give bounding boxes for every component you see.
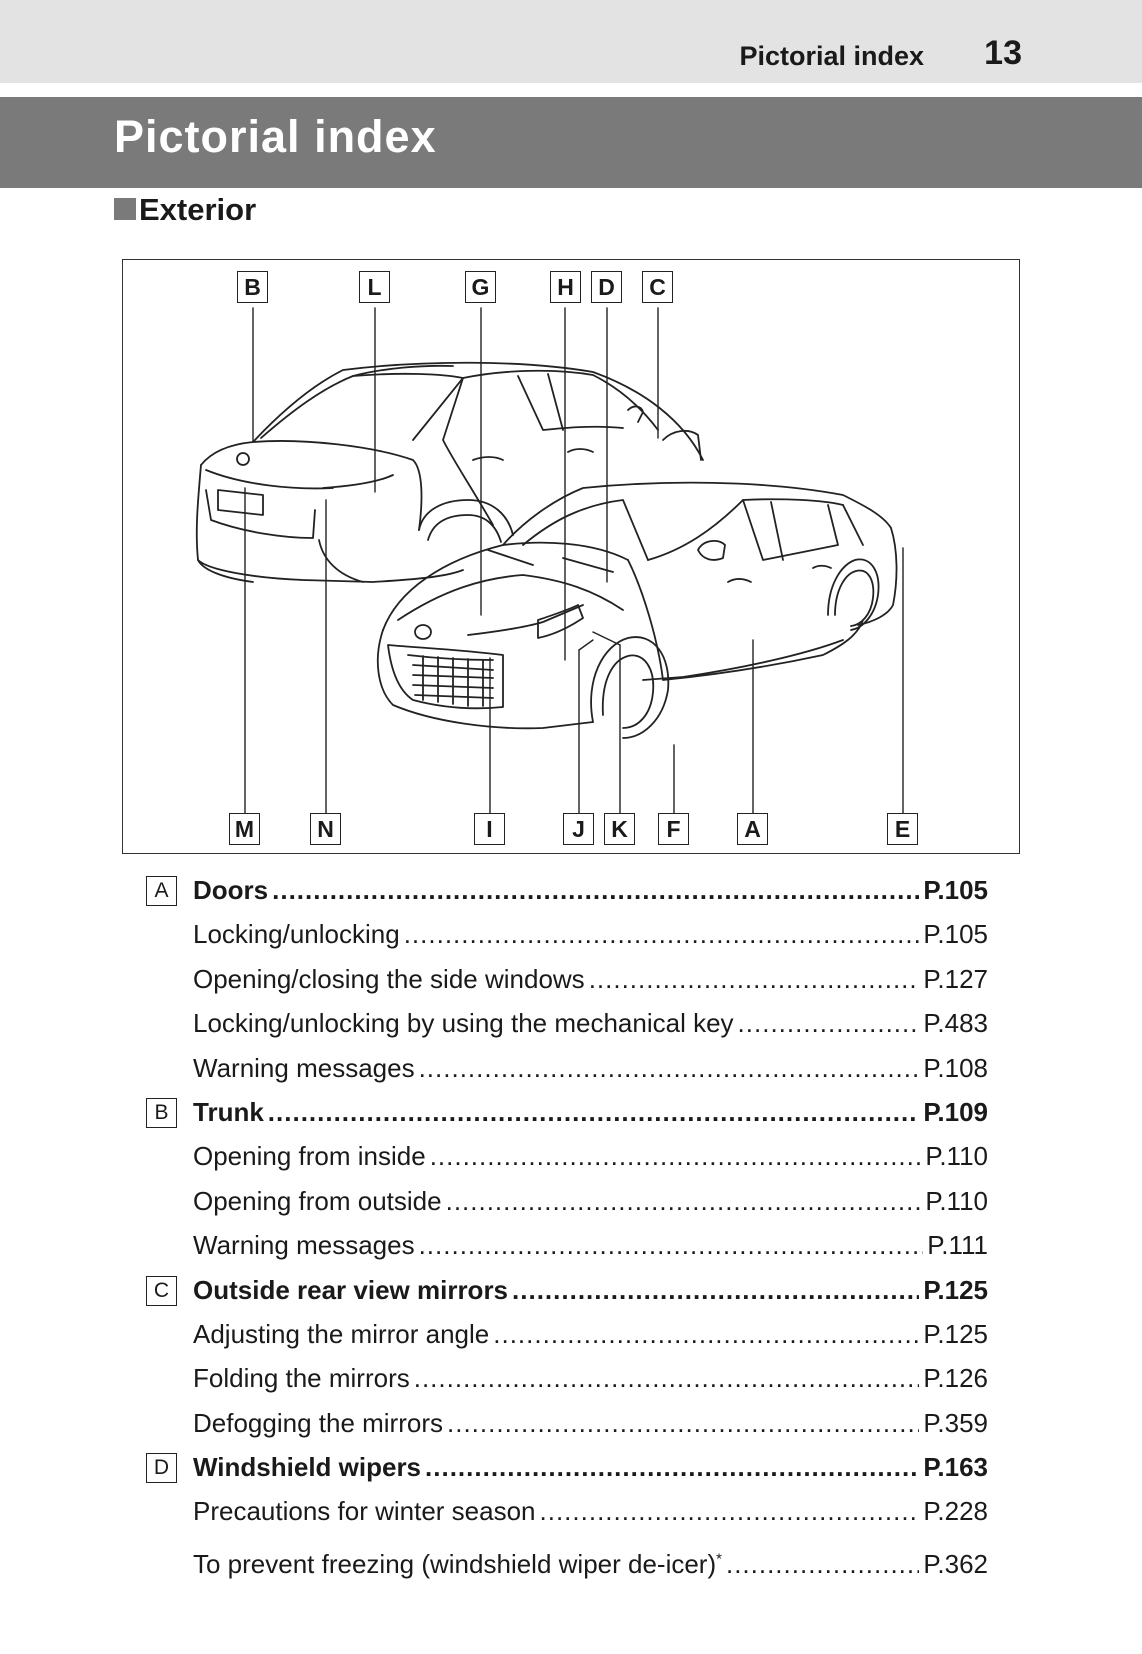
diagram-label-k: K xyxy=(604,813,635,845)
footnote-mark: * xyxy=(716,1550,722,1568)
subentry-title: Opening from outside xyxy=(193,1185,442,1216)
index-entry-trunk[interactable]: B Trunk P.109 xyxy=(146,1090,988,1134)
subentry-title: Defogging the mirrors xyxy=(193,1407,443,1438)
entry-key: B xyxy=(146,1097,177,1128)
subentry-page: P.228 xyxy=(923,1496,988,1527)
index-entry-outside-mirrors[interactable]: C Outside rear view mirrors P.125 xyxy=(146,1268,988,1312)
subentry-title: To prevent freezing (windshield wiper de… xyxy=(193,1548,717,1579)
banner-title: Pictorial index xyxy=(114,111,437,162)
subentry-title: Locking/unlocking by using the mechanica… xyxy=(193,1008,734,1039)
diagram-label-n: N xyxy=(310,813,341,845)
diagram-label-h: H xyxy=(550,271,581,303)
index-subentry[interactable]: Adjusting the mirror angle P.125 xyxy=(146,1312,988,1356)
diagram-label-g: G xyxy=(465,271,496,303)
index-subentry[interactable]: Opening from outside P.110 xyxy=(146,1179,988,1223)
entry-title: Outside rear view mirrors xyxy=(193,1274,509,1305)
front-car-drawing xyxy=(376,481,898,739)
diagram-label-a: A xyxy=(737,813,768,845)
section-heading: Exterior xyxy=(114,192,256,228)
subentry-page: P.110 xyxy=(925,1141,988,1172)
subentry-title: Folding the mirrors xyxy=(193,1363,410,1394)
subentry-title: Opening from inside xyxy=(193,1141,426,1172)
rear-car-drawing xyxy=(195,361,704,583)
subentry-title: Opening/closing the side windows xyxy=(193,963,585,994)
subentry-title: Locking/unlocking xyxy=(193,919,400,950)
subentry-page: P.108 xyxy=(923,1052,988,1083)
subentry-page: P.359 xyxy=(923,1407,988,1438)
index-subentry[interactable]: Defogging the mirrors P.359 xyxy=(146,1401,988,1445)
page-number: 13 xyxy=(984,34,1022,72)
diagram-label-i: I xyxy=(474,813,505,845)
entry-title: Windshield wipers xyxy=(193,1452,422,1483)
entry-title: Trunk xyxy=(193,1096,264,1127)
subentry-page: P.125 xyxy=(923,1318,988,1349)
index-entry-doors[interactable]: A Doors P.105 xyxy=(146,868,988,912)
entry-page: P.105 xyxy=(923,875,988,905)
entry-page: P.125 xyxy=(923,1274,988,1305)
index-subentry[interactable]: Opening/closing the side windows P.127 xyxy=(146,957,988,1001)
subentry-page: P.111 xyxy=(927,1230,988,1261)
subentry-title: Warning messages xyxy=(193,1230,415,1261)
header-title: Pictorial index xyxy=(739,41,924,71)
diagram-label-d: D xyxy=(591,271,622,303)
index-list: A DoorsP.105 Locking/unlockingP.105 Open… xyxy=(146,868,988,1588)
diagram-label-f: F xyxy=(658,813,689,845)
subentry-page: P.110 xyxy=(925,1185,988,1216)
leader-lines xyxy=(244,307,904,816)
index-subentry[interactable]: Folding the mirrors P.126 xyxy=(146,1356,988,1400)
subentry-page: P.483 xyxy=(923,1008,988,1039)
diagram-label-e: E xyxy=(887,813,918,845)
diagram-label-c: C xyxy=(642,271,673,303)
index-entry-windshield-wipers[interactable]: D Windshield wipers P.163 xyxy=(146,1445,988,1489)
diagram-label-m: M xyxy=(229,813,260,845)
page-header: Pictorial index 13 xyxy=(0,0,1142,83)
entry-key: A xyxy=(146,876,177,906)
entry-page: P.163 xyxy=(923,1452,988,1483)
entry-key: C xyxy=(146,1275,177,1306)
exterior-diagram: B L G H D C M N I J K F A E xyxy=(122,259,1020,854)
subentry-page: P.362 xyxy=(923,1548,988,1579)
index-subentry[interactable]: Warning messages P.111 xyxy=(146,1223,988,1267)
index-subentry[interactable]: Opening from inside P.110 xyxy=(146,1134,988,1178)
subentry-page: P.127 xyxy=(923,963,988,994)
index-subentry[interactable]: Precautions for winter season P.228 xyxy=(146,1489,988,1533)
diagram-label-b: B xyxy=(237,271,268,303)
subentry-page: P.126 xyxy=(923,1363,988,1394)
square-bullet-icon xyxy=(114,198,136,220)
subentry-title: Precautions for winter season xyxy=(193,1496,536,1527)
subentry-title: Warning messages xyxy=(193,1052,415,1083)
index-subentry[interactable]: Locking/unlocking P.105 xyxy=(146,912,988,956)
section-title: Exterior xyxy=(139,192,257,227)
subentry-page: P.105 xyxy=(923,919,988,950)
index-subentry[interactable]: To prevent freezing (windshield wiper de… xyxy=(146,1534,988,1588)
entry-page: P.109 xyxy=(923,1096,988,1127)
subentry-title: Adjusting the mirror angle xyxy=(193,1318,490,1349)
index-subentry[interactable]: Warning messages P.108 xyxy=(146,1046,988,1090)
index-subentry[interactable]: Locking/unlocking by using the mechanica… xyxy=(146,1001,988,1045)
car-illustration xyxy=(195,307,904,816)
diagram-label-j: J xyxy=(563,813,594,845)
entry-key: D xyxy=(146,1453,177,1484)
diagram-label-l: L xyxy=(359,271,390,303)
chapter-banner: Pictorial index xyxy=(0,97,1142,188)
entry-title: Doors xyxy=(193,875,269,905)
